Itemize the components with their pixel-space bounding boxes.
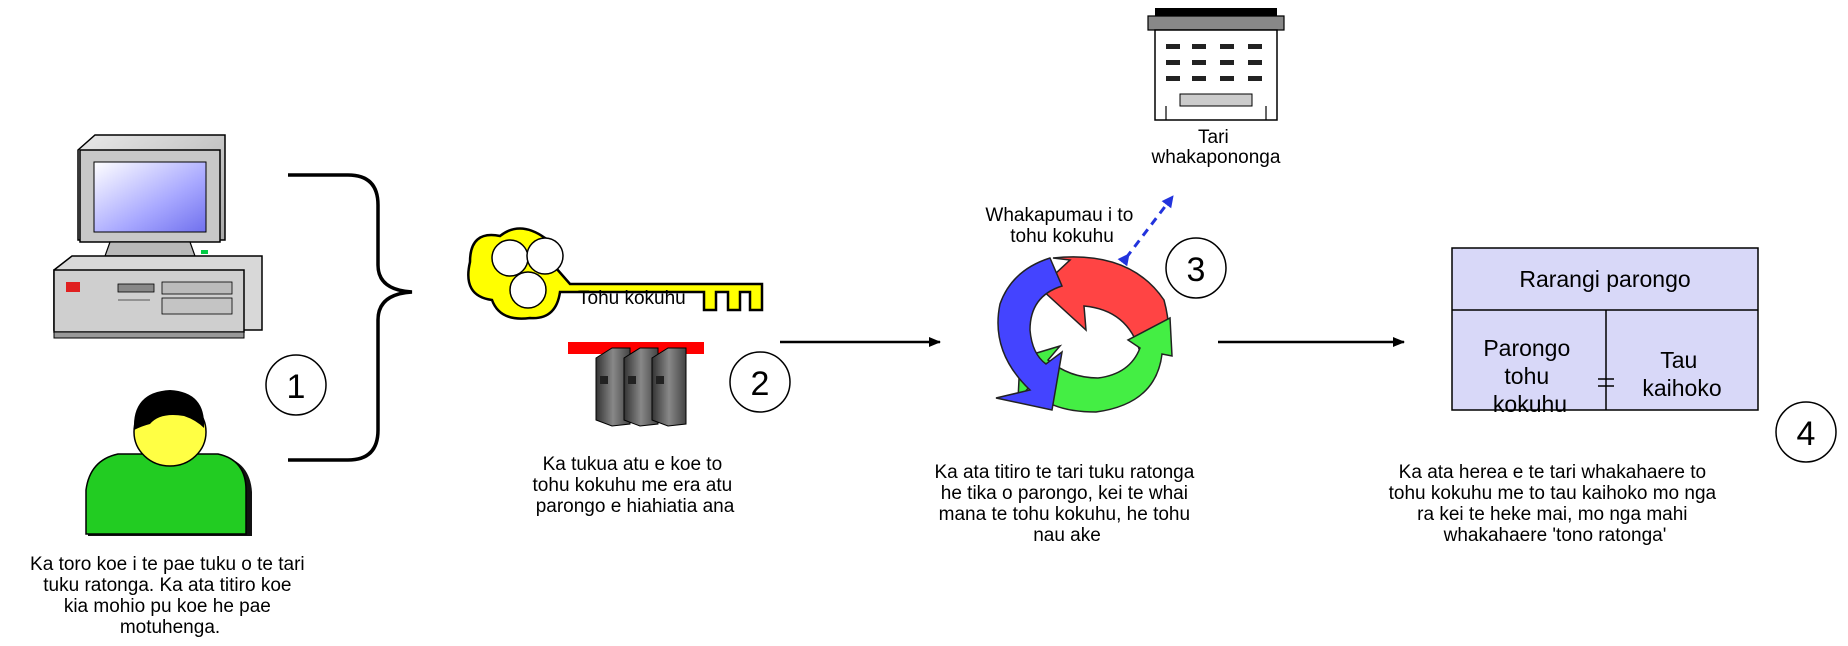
table-header: Rarangi parongo bbox=[1519, 266, 1690, 292]
step-2-caption: Ka tukua atu e koe to tohu kokuhu me era… bbox=[533, 454, 738, 517]
person-icon bbox=[85, 390, 252, 536]
key-icon bbox=[467, 227, 764, 320]
verify-label: Whakapumau i to tohu kokuhu bbox=[985, 205, 1138, 247]
table-right-cell: Tau kaihoko bbox=[1642, 347, 1721, 401]
step-4-number: 4 bbox=[1797, 415, 1816, 453]
step-2-number: 2 bbox=[751, 365, 770, 403]
step-2-badge: 2 bbox=[729, 351, 791, 413]
step-3-badge: 3 bbox=[1165, 237, 1227, 299]
step-3-caption: Ka ata titiro te tari tuku ratonga he ti… bbox=[934, 462, 1199, 546]
verification-cycle-icon bbox=[995, 256, 1173, 413]
computer-icon bbox=[53, 134, 263, 339]
step-4-badge: 4 bbox=[1775, 401, 1837, 463]
key-label: Tohu kokuhu bbox=[578, 288, 686, 309]
verification-link-arrow bbox=[1117, 195, 1174, 267]
binders-icon bbox=[568, 342, 704, 427]
office-label: Tari whakapononga bbox=[1151, 127, 1281, 168]
registry-table: Rarangi parongo Parongo tohu kokuhu Tau … bbox=[1451, 247, 1759, 417]
grouping-brace bbox=[288, 173, 413, 462]
step-1-badge: 1 bbox=[265, 354, 327, 416]
step-1-caption: Ka toro koe i te pae tuku o te tari tuku… bbox=[30, 554, 310, 638]
step-3-number: 3 bbox=[1187, 251, 1206, 289]
office-building-icon bbox=[1147, 8, 1285, 121]
step-1-number: 1 bbox=[287, 368, 306, 406]
table-left-cell: Parongo tohu kokuhu bbox=[1483, 335, 1576, 417]
step-4-caption: Ka ata herea e te tari whakahaere to toh… bbox=[1389, 462, 1722, 546]
